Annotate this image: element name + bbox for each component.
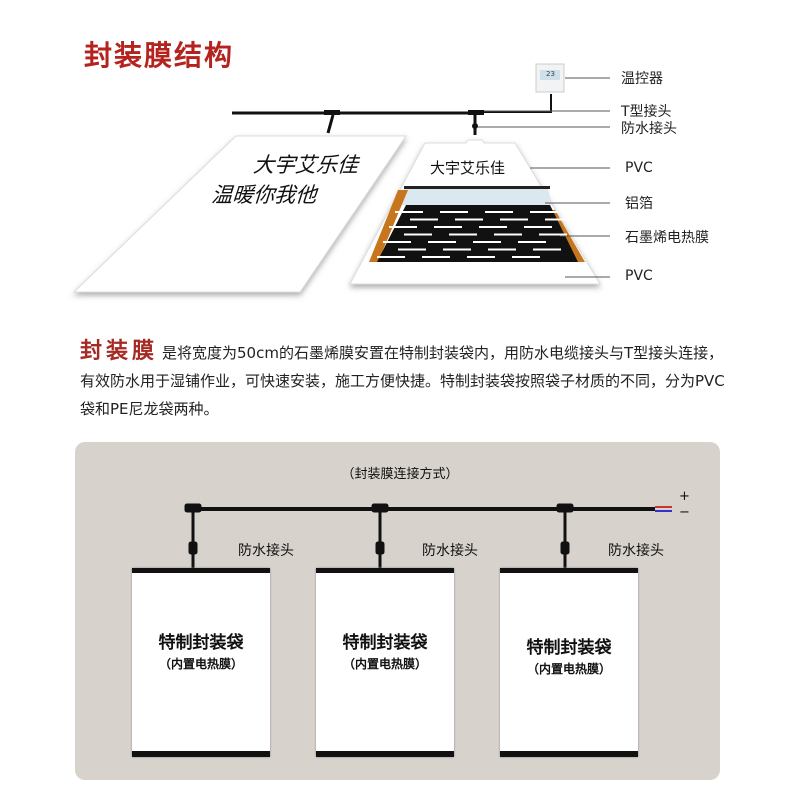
sealed-bag-3: 特制封装袋 （内置电热膜） (500, 568, 638, 757)
description-highlight: 封装膜 (80, 338, 159, 364)
connection-title: （封装膜连接方式） (341, 467, 459, 482)
positive-terminal: + (679, 489, 690, 504)
sealed-bag-2: 特制封装袋 （内置电热膜） (316, 568, 454, 757)
thermostat-icon (535, 63, 565, 93)
left-sheet-line1: 大宇艾乐佳 (250, 153, 364, 177)
left-sheet (72, 135, 407, 293)
connection-wiring (184, 503, 672, 570)
t-joint-icon (468, 110, 484, 115)
bag-title: 特制封装袋 (342, 633, 428, 653)
joint-label-1: 防水接头 (238, 543, 294, 559)
description-text: 是将宽度为50cm的石墨烯膜安置在特制封装袋内，用防水电缆接头与T型接头连接，有… (80, 344, 725, 418)
t-joint-icon (324, 110, 340, 115)
waterproof-joint-icon (472, 123, 478, 129)
label-aluminum-foil: 铝箔 (625, 196, 653, 212)
left-sheet-text: 大宇艾乐佳 温暖你我他 (208, 150, 364, 210)
sealed-bag-1: 特制封装袋 （内置电热膜） (132, 568, 270, 757)
bag-subtitle: （内置电热膜） (158, 657, 243, 671)
label-pvc-top: PVC (625, 160, 653, 176)
page-title: 封装膜结构 (84, 39, 235, 72)
bag-subtitle: （内置电热膜） (342, 657, 427, 671)
aluminum-foil (398, 189, 552, 205)
joint-label-3: 防水接头 (608, 543, 664, 559)
joint-label-2: 防水接头 (422, 543, 478, 559)
label-pvc-bottom: PVC (625, 268, 653, 284)
description: 封装膜是将宽度为50cm的石墨烯膜安置在特制封装袋内，用防水电缆接头与T型接头连… (80, 337, 730, 423)
label-graphene-film: 石墨烯电热膜 (625, 230, 709, 246)
bag-title: 特制封装袋 (526, 638, 612, 658)
label-waterproof-joint: 防水接头 (621, 121, 677, 137)
bag-subtitle: （内置电热膜） (526, 662, 611, 676)
left-sheet-line2: 温暖你我他 (209, 183, 323, 207)
structure-diagram (72, 63, 610, 293)
negative-terminal: − (679, 505, 690, 520)
label-thermostat: 温控器 (621, 71, 663, 87)
right-sheet-brand: 大宇艾乐佳 (430, 159, 506, 177)
thermostat-cable (480, 94, 552, 113)
thermostat-display: 23 (546, 70, 555, 78)
label-t-joint: T型接头 (621, 104, 672, 120)
bag-title: 特制封装袋 (158, 633, 244, 653)
